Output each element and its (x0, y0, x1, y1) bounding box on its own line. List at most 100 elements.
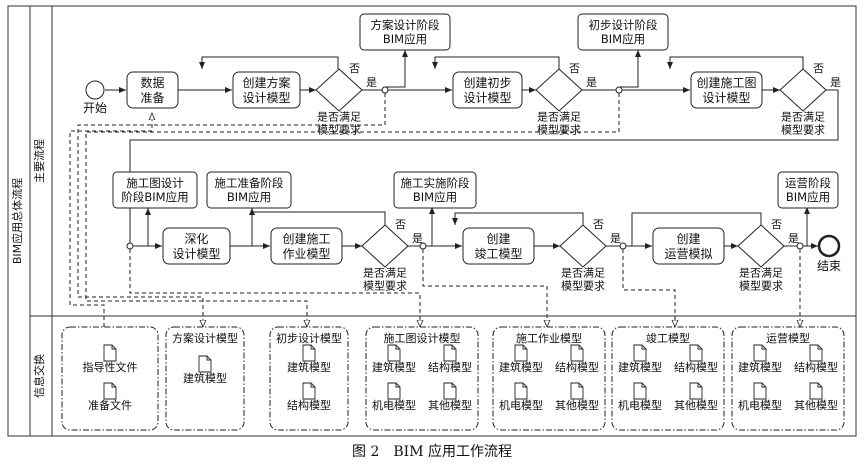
model-document-label: 指导性文件 (83, 360, 138, 374)
bim-workflow-diagram: BIM应用总体流程 主要流程 信息交换 (7, 5, 857, 437)
task-label: 设计模型 (172, 247, 220, 261)
application-label: 初步设计阶段 (589, 18, 658, 32)
start-event: 开始 (83, 80, 107, 115)
gateway-question: 是否满足 (739, 266, 783, 279)
figure-caption: 图 2 BIM 应用工作流程 (352, 444, 512, 460)
model-document-label: 机电模型 (499, 398, 543, 412)
model-document-label: 结构模型 (287, 398, 331, 412)
model-document-label: 机电模型 (738, 398, 782, 412)
application-label: 施工实施阶段 (401, 176, 470, 190)
gateway-question: 模型要求 (781, 122, 825, 136)
gateway-question: 模型要求 (537, 122, 581, 136)
task-label: 准备 (140, 91, 164, 105)
task-label: 设计模型 (702, 91, 750, 105)
gateway-question: 是否满足 (537, 110, 581, 123)
task-label: 设计模型 (242, 91, 290, 105)
model-document-label: 建筑模型 (372, 360, 416, 374)
gateway-yes-label: 是 (412, 232, 423, 245)
document-icon (809, 382, 823, 400)
application-label: BIM应用 (413, 190, 457, 204)
gateway-yes-label: 是 (586, 76, 597, 89)
model-document-label: 其他模型 (794, 398, 838, 412)
gateway-no-label: 否 (771, 218, 782, 231)
model-document-label: 结构模型 (674, 360, 718, 374)
application-label: BIM应用 (786, 190, 830, 204)
document-icon (514, 344, 528, 362)
task-boxes: 数据准备创建方案设计模型创建初步设计模型创建施工图设计模型深化设计模型创建施工作… (126, 71, 763, 265)
document-icon (443, 382, 457, 400)
lane-title-info: 信息交换 (32, 354, 46, 398)
model-group-title: 初步设计模型 (276, 331, 342, 345)
model-group-m4: 施工图设计模型建筑模型结构模型机电模型其他模型 (365, 326, 479, 431)
model-group-title: 竣工模型 (646, 331, 690, 345)
model-document-label: 机电模型 (372, 398, 416, 412)
document-icon (570, 382, 584, 400)
model-document-label: 建筑模型 (738, 360, 782, 374)
application-label: 施工准备阶段 (215, 176, 284, 190)
gateway-question: 模型要求 (363, 278, 407, 292)
model-group-m6: 竣工模型建筑模型结构模型机电模型其他模型 (611, 326, 725, 431)
gateway-no-label: 否 (813, 62, 824, 75)
pool-title: BIM应用总体流程 (10, 178, 24, 264)
model-document-label: 准备文件 (88, 398, 132, 412)
application-label: 方案设计阶段 (371, 18, 440, 32)
pool-frame (7, 5, 857, 437)
task-label: 竣工模型 (474, 246, 522, 261)
task-label: 创建 (486, 232, 510, 246)
model-group-m5: 施工作业模型建筑模型结构模型机电模型其他模型 (492, 326, 606, 431)
document-icon (198, 355, 212, 373)
model-document-label: 结构模型 (555, 360, 599, 374)
model-document-label: 建筑模型 (183, 371, 227, 385)
end-event: 结束 (817, 234, 841, 273)
lane-titles: BIM应用总体流程 主要流程 信息交换 (10, 139, 46, 398)
model-group-title: 方案设计模型 (172, 331, 238, 345)
gateway-no-label: 否 (593, 218, 604, 231)
gateway-question: 是否满足 (561, 266, 605, 279)
task-label: 深化 (184, 232, 208, 246)
model-groups: 指导性文件准备文件方案设计模型建筑模型初步设计模型建筑模型结构模型施工图设计模型… (61, 326, 845, 431)
application-label: BIM应用 (601, 32, 645, 46)
task-label: 数据 (140, 75, 164, 90)
lane-title-main: 主要流程 (32, 139, 46, 183)
flow-connectors (105, 50, 839, 249)
model-document-label: 其他模型 (674, 398, 718, 412)
gateway-yes-label: 是 (610, 232, 621, 245)
model-document-label: 其他模型 (555, 398, 599, 412)
model-group-m7: 运营模型建筑模型结构模型机电模型其他模型 (731, 326, 845, 431)
model-document-label: 机电模型 (618, 398, 662, 412)
model-document-label: 其他模型 (428, 398, 472, 412)
document-icon (387, 382, 401, 400)
end-label: 结束 (817, 259, 841, 273)
gateway-yes-label: 是 (366, 76, 377, 89)
document-icon (570, 344, 584, 362)
document-icon (302, 382, 316, 400)
document-icon (689, 344, 703, 362)
application-label: 运营阶段 (785, 176, 831, 190)
model-document-label: 结构模型 (794, 360, 838, 374)
application-label: 施工图设计 (126, 176, 184, 190)
application-label: BIM应用 (227, 190, 271, 204)
gateway-question: 模型要求 (739, 278, 783, 292)
document-icon (443, 344, 457, 362)
task-label: 创建 (676, 232, 700, 246)
task-label: 创建初步 (463, 76, 511, 90)
task-label: 作业模型 (282, 247, 330, 261)
model-document-label: 建筑模型 (287, 360, 331, 374)
document-icon (633, 344, 647, 362)
task-label: 创建施工 (282, 232, 330, 246)
decision-gateways: 否是是否满足模型要求否是是否满足模型要求否是是否满足模型要求否是是否满足模型要求… (315, 62, 841, 292)
gateway-no-label: 否 (349, 62, 360, 75)
